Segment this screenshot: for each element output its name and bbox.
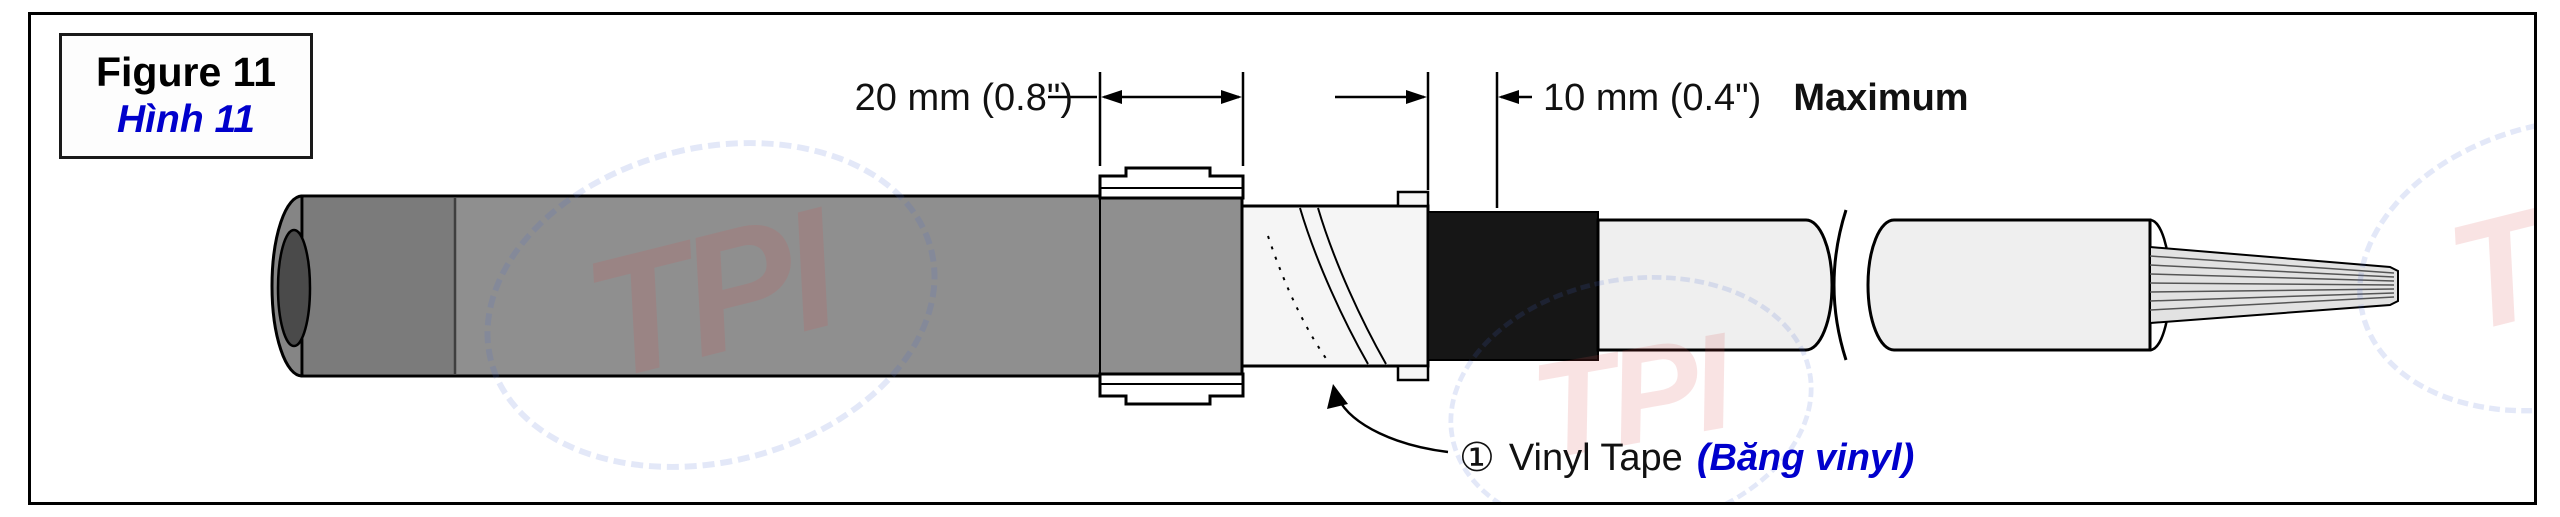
tape-edge-step-top — [1396, 190, 1430, 208]
inner-sheath-segment-1 — [1596, 218, 1834, 352]
wire-strand-line — [2149, 264, 2395, 278]
cable-break-arc — [1832, 209, 1848, 361]
wire-strand-line — [2149, 273, 2395, 282]
arrow-right-icon — [1221, 90, 1242, 104]
cable-bore-opening — [276, 228, 312, 348]
vinyl-tape-callout: ① Vinyl Tape (Băng vinyl) — [1459, 435, 1914, 481]
wire-strands — [2149, 245, 2399, 325]
taped-section — [1240, 204, 1430, 368]
maximum-label: Maximum — [1793, 77, 1969, 119]
callout-arrowhead-icon — [1327, 384, 1348, 409]
arrow-left-icon — [1101, 90, 1122, 104]
tape-wrap-line-dotted — [1267, 235, 1331, 365]
tape-wrap-line — [1299, 207, 1369, 365]
wire-strand-line — [2149, 292, 2395, 302]
figure-label-box: Figure 11 Hình 11 — [59, 33, 313, 159]
wire-strand-line — [2149, 255, 2395, 274]
dimension-label-10mm: 10 mm (0.4") — [1543, 77, 1762, 119]
wire-strand-line — [2149, 288, 2395, 293]
tape-wrap-line — [1317, 207, 1387, 365]
wire-strand-line — [2149, 296, 2395, 311]
outer-sheath-dark-band — [304, 198, 454, 374]
wire-strand-line — [2149, 282, 2395, 286]
dimension-label-10mm-group: 10 mm (0.4") Maximum — [1543, 77, 1969, 120]
vinyl-tape-band — [1427, 211, 1599, 361]
callout-arrow-line — [1336, 397, 1449, 454]
arrow-right-icon — [1406, 90, 1427, 104]
callout-label-en: Vinyl Tape — [1508, 436, 1683, 479]
conduit-fitting-top — [1098, 166, 1245, 200]
arrow-left-icon — [1498, 90, 1519, 104]
dimension-label-20mm: 20 mm (0.8") — [854, 77, 1073, 119]
conduit-fitting-bottom — [1098, 372, 1245, 406]
tape-edge-step-bottom — [1396, 364, 1430, 382]
inner-sheath-segment-2 — [1866, 218, 2152, 352]
callout-label-vi: (Băng vinyl) — [1696, 436, 1915, 479]
callout-number-icon: ① — [1459, 436, 1495, 480]
figure-title: Figure 11 — [95, 49, 276, 95]
figure-subtitle: Hình 11 — [117, 98, 255, 142]
